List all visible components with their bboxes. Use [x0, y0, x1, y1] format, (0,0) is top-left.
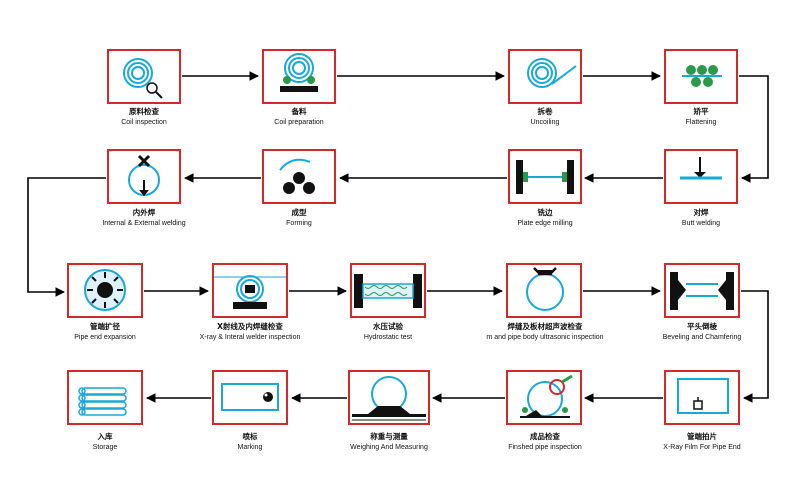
step-title-cn: 成型 — [292, 207, 307, 217]
weighing-icon — [352, 376, 426, 421]
step-title-cn: X射线及内焊缝检查 — [217, 321, 283, 331]
flow-connector-row3-row4 — [741, 290, 769, 403]
step-title-en: Flattening — [686, 119, 717, 126]
step-title-cn: 入库 — [97, 431, 113, 441]
step-title-en: Weighing And Measuring — [350, 444, 428, 451]
forming-icon — [279, 158, 315, 194]
step-title-cn: 管端拍片 — [687, 431, 717, 441]
coil-preparation-icon — [280, 53, 318, 92]
flow-connector-row2-row3 — [27, 177, 106, 297]
step-title-cn: 拆卷 — [538, 106, 553, 116]
step-storage: 入库 Storage — [67, 370, 143, 451]
step-title-en: Butt welding — [682, 220, 720, 227]
step-title-en: Plate edge milling — [517, 220, 572, 227]
step-title-en: Storage — [93, 444, 118, 451]
xray-film-icon — [677, 378, 729, 414]
step-title-cn: 称重与测量 — [370, 431, 408, 441]
step-marking: 喷标 Marking — [212, 370, 288, 451]
coil-inspection-icon — [123, 58, 163, 99]
step-title-cn: 内外焊 — [133, 207, 156, 217]
step-title-en: Pipe end expansion — [74, 334, 136, 341]
uncoiling-icon — [527, 58, 577, 88]
step-internal-external-welding: 内外焊 Internal & External welding — [102, 149, 186, 227]
step-title-en: Finshed pipe inspection — [508, 444, 582, 451]
expansion-icon — [84, 269, 126, 311]
step-title-cn: 管端扩径 — [90, 321, 120, 331]
beveling-icon — [670, 272, 734, 310]
step-butt-welding: 对焊 Butt welding — [664, 149, 738, 227]
step-title-en: Coil preparation — [274, 119, 324, 126]
step-title-cn: 矫平 — [694, 106, 709, 116]
step-title-cn: 水压试验 — [373, 321, 403, 331]
step-title-cn: 原料检查 — [129, 106, 159, 116]
finished-inspection-icon — [520, 374, 573, 418]
flow-connector-row1-row2 — [739, 75, 769, 183]
step-title-cn: 成品检查 — [530, 431, 560, 441]
step-title-cn: 对焊 — [694, 207, 709, 217]
step-title-en: X-Ray Film For Pipe End — [663, 444, 741, 451]
step-plate-edge-milling: 铣边 Plate edge milling — [508, 149, 582, 227]
step-xray-inspection: X射线及内焊缝检查 X-ray & Interal welder inspect… — [200, 263, 301, 341]
step-title-en: m and pipe body ultrasonic inspection — [486, 334, 603, 341]
edge-milling-icon — [516, 160, 574, 194]
step-title-en: Uncoiling — [531, 119, 560, 126]
step-coil-inspection: 原料检查 Coil inspection — [107, 49, 181, 126]
step-uncoiling: 拆卷 Uncoiling — [508, 49, 582, 126]
step-title-cn: 备料 — [291, 106, 307, 116]
xray-icon — [214, 275, 286, 309]
step-pipe-end-expansion: 管端扩径 Pipe end expansion — [67, 263, 143, 341]
step-forming: 成型 Forming — [262, 149, 336, 227]
step-title-en: Marking — [238, 444, 263, 451]
marking-icon — [221, 383, 279, 411]
flattening-icon — [682, 65, 722, 87]
step-title-en: Forming — [286, 220, 312, 227]
step-box — [508, 49, 582, 104]
step-title-en: Internal & External welding — [102, 220, 185, 227]
step-finished-pipe-inspection: 成品检查 Finshed pipe inspection — [506, 370, 582, 451]
step-flattening: 矫平 Flattening — [664, 49, 738, 126]
step-beveling-chamfering: 平头倒棱 Beveling and Chamfering — [663, 263, 742, 341]
pipe-stack-icon — [78, 387, 127, 416]
step-title-cn: 平头倒棱 — [687, 321, 717, 331]
step-xray-film-pipe-end: 管端拍片 X-Ray Film For Pipe End — [663, 370, 741, 451]
step-coil-preparation: 备料 Coil preparation — [262, 49, 336, 126]
welding-torch-icon — [128, 154, 160, 196]
step-title-en: X-ray & Interal welder inspection — [200, 334, 301, 341]
step-title-en: Hydrostatic test — [364, 334, 412, 341]
step-box — [212, 370, 288, 425]
step-title-cn: 焊缝及板材超声波检查 — [508, 321, 583, 331]
step-weighing-measuring: 称重与测量 Weighing And Measuring — [348, 370, 430, 451]
butt-welding-icon — [680, 157, 722, 180]
step-title-en: Beveling and Chamfering — [663, 334, 742, 341]
ultrasonic-icon — [526, 267, 564, 311]
step-hydrostatic-test: 水压试验 Hydrostatic test — [350, 263, 426, 341]
hydrostatic-icon — [354, 274, 422, 308]
step-title-cn: 铣边 — [538, 207, 553, 217]
step-title-en: Coil inspection — [121, 119, 167, 126]
step-ultrasonic-inspection: 焊缝及板材超声波检查 m and pipe body ultrasonic in… — [486, 263, 604, 341]
step-title-cn: 喷标 — [243, 431, 258, 441]
